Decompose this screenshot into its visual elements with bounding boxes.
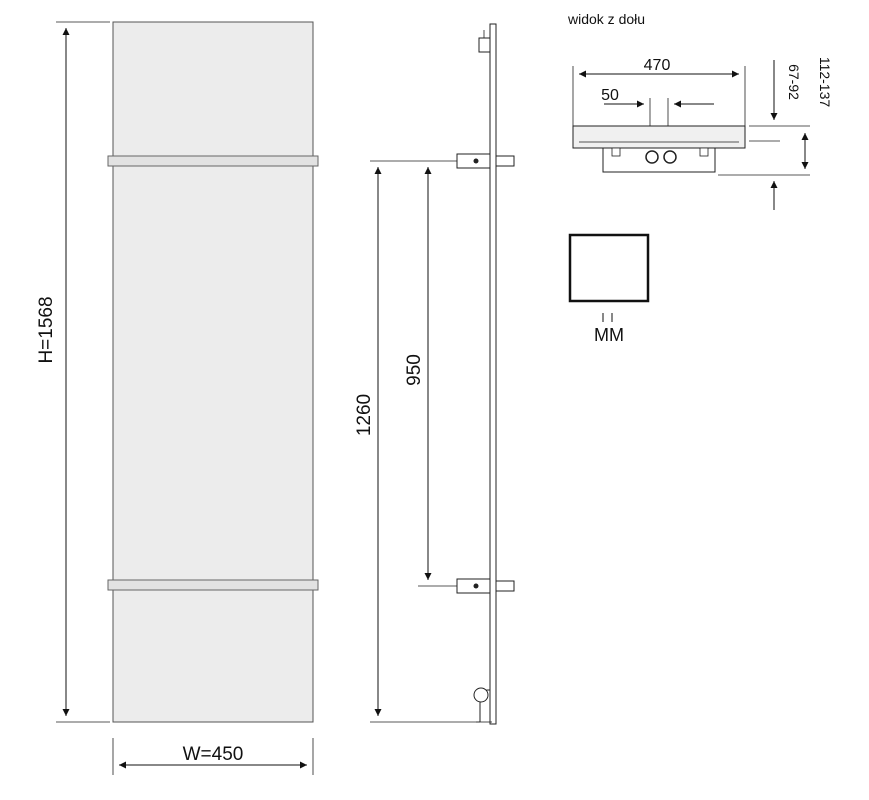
depth-label-a: 67-92 [786, 64, 802, 100]
bottom-offset-label: 50 [601, 87, 619, 104]
bottom-view-title: widok z dołu [567, 11, 645, 27]
icon-square [568, 233, 650, 303]
outer-dimension-label: 1260 [354, 394, 375, 436]
width-label: W=450 [183, 744, 244, 765]
towel-bar-bottom [107, 579, 319, 591]
pipe-connector-right [663, 150, 677, 164]
connection-type-icon: MM [568, 233, 650, 345]
bottom-mount [602, 147, 716, 173]
height-label: H=1568 [36, 296, 57, 363]
side-profile-rod [489, 23, 497, 725]
side-view: 1260 950 [354, 23, 515, 725]
upper-bracket [456, 153, 515, 169]
bottom-view: widok z dołu 470 50 67-92 112-137 [567, 11, 833, 210]
pipe-connector-left [645, 150, 659, 164]
radiator-panel [112, 21, 314, 723]
bottom-connector [473, 687, 492, 723]
towel-bar-top [107, 155, 319, 167]
bottom-panel [572, 125, 746, 149]
lower-bracket [456, 578, 515, 594]
depth-label-b: 112-137 [817, 57, 833, 108]
bottom-width-label: 470 [644, 57, 671, 74]
inner-dimension-label: 950 [404, 354, 425, 386]
side-top-cap [478, 37, 491, 53]
icon-label: MM [594, 325, 624, 345]
front-view: H=1568 W=450 [36, 21, 319, 775]
